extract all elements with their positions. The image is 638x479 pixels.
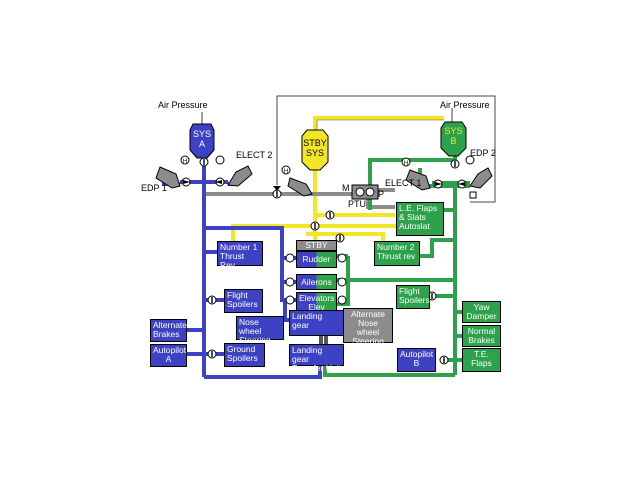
tank-sys-a	[189, 123, 215, 159]
flight-spoilers-left-box: Flight Spoilers	[224, 289, 263, 313]
edp2-label: EDP 2	[470, 148, 496, 158]
flow-arrows	[183, 180, 465, 191]
tank-stby	[301, 129, 329, 171]
number2-thrust-rev-box: Number 2 Thrust rev	[374, 241, 420, 266]
pump-edp2	[465, 155, 493, 199]
nose-wheel-steering-box: Nose wheel Steering	[236, 316, 284, 345]
autopilot-a-box: Autopilot A	[150, 344, 187, 367]
ptu-label: PTU	[348, 199, 366, 209]
pump-edp1: H	[155, 155, 190, 189]
flight-spoilers-right-box: Flight Spoilers	[396, 285, 430, 309]
rudder-box: Rudder	[296, 251, 337, 268]
le-flaps-slats-box: L.E. Flaps & Slats Autoslat	[396, 202, 444, 236]
landing-gear-box: Landing gear	[289, 310, 344, 336]
autopilot-b-box: Autopilot B	[397, 348, 436, 372]
air-pressure-lines	[201, 95, 496, 203]
pump-elect1: H	[401, 157, 431, 191]
alternate-nose-wheel-steering-box: Alternate Nose wheel Steering	[343, 308, 393, 346]
yaw-damper-box: Yaw Damper	[462, 301, 501, 323]
elevators-box: Elevators Elev Feel	[296, 292, 337, 321]
elect2-left-label: ELECT 2	[236, 150, 273, 160]
landing-gear-transfer-unit-box: Landing gear Transfer Unit	[289, 344, 344, 373]
pump-elect2-left	[215, 155, 253, 187]
sys-b-tank-label: SYS B	[444, 126, 463, 146]
number1-thrust-rev-box: Number 1 Thrust Rev	[217, 241, 263, 270]
air-pressure-left-label: Air Pressure	[158, 100, 208, 110]
air-pressure-right-label: Air Pressure	[440, 100, 490, 110]
stby-header-box: STBY	[296, 240, 337, 251]
normal-brakes-box: Normal Brakes	[462, 325, 501, 347]
ptu-p-label: P	[378, 189, 385, 199]
ground-spoilers-box: Ground Spoilers	[224, 343, 265, 367]
svg-text:H: H	[183, 159, 187, 165]
sys-a-tank-label: SYS A	[192, 129, 211, 149]
stby-tank-label: STBY SYS	[303, 138, 327, 158]
svg-text:H: H	[284, 169, 288, 175]
ptu-unit	[351, 184, 379, 200]
elect1-label: ELECT 1	[385, 178, 422, 188]
svg-text:H: H	[404, 161, 408, 167]
te-flaps-box: T.E. Flaps	[462, 348, 501, 372]
valve-marks	[203, 159, 456, 363]
ptu-m-label: M	[342, 183, 350, 193]
pump-stby: H	[281, 165, 313, 197]
edp1-label: EDP 1	[141, 183, 167, 193]
alternate-brakes-box: Alternate Brakes	[150, 319, 187, 342]
ailerons-box: Ailerons	[296, 274, 337, 290]
tank-sys-b	[440, 121, 467, 157]
